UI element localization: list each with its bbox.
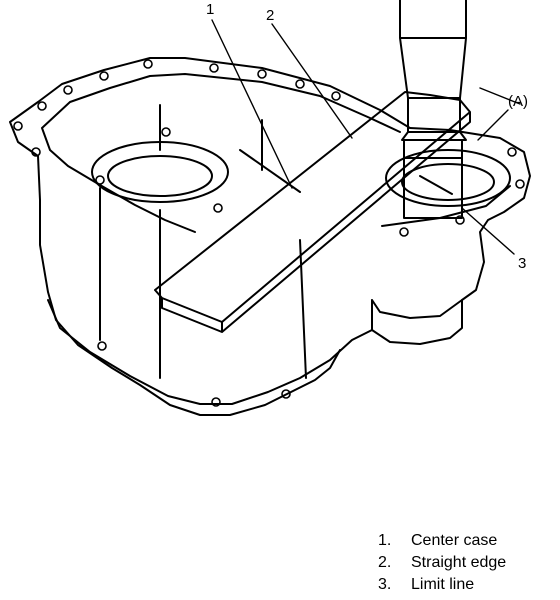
callout-2: 2 bbox=[266, 7, 274, 24]
bolt-holes bbox=[13, 59, 525, 407]
callout-1: 1 bbox=[206, 1, 214, 18]
legend: 1. Center case 2. Straight edge 3. Limit… bbox=[378, 530, 506, 596]
legend-text: Center case bbox=[411, 532, 498, 549]
legend-text: Straight edge bbox=[411, 554, 507, 571]
case-inner-rim bbox=[41, 73, 401, 233]
callout-a: (A) bbox=[508, 93, 528, 110]
case-body-lines bbox=[99, 104, 307, 379]
case-outline bbox=[9, 57, 411, 416]
legend-text: Limit line bbox=[411, 576, 475, 593]
leader-lines bbox=[211, 19, 521, 255]
case-right-boss bbox=[371, 299, 463, 345]
depth-gauge-tool bbox=[399, 0, 467, 219]
callout-3: 3 bbox=[518, 255, 526, 272]
left-bearing-inner bbox=[107, 155, 213, 197]
case-lower-flange bbox=[47, 299, 373, 405]
legend-item: 2. Straight edge bbox=[378, 552, 506, 574]
right-bearing-inner bbox=[401, 163, 495, 201]
limit-line-mark bbox=[419, 175, 453, 195]
legend-item: 3. Limit line bbox=[378, 574, 506, 596]
straight-edge bbox=[154, 91, 471, 333]
legend-number: 1. bbox=[378, 532, 392, 549]
right-bearing-bore bbox=[385, 149, 511, 207]
legend-item: 1. Center case bbox=[378, 530, 506, 552]
legend-number: 2. bbox=[378, 554, 392, 571]
legend-number: 3. bbox=[378, 576, 392, 593]
